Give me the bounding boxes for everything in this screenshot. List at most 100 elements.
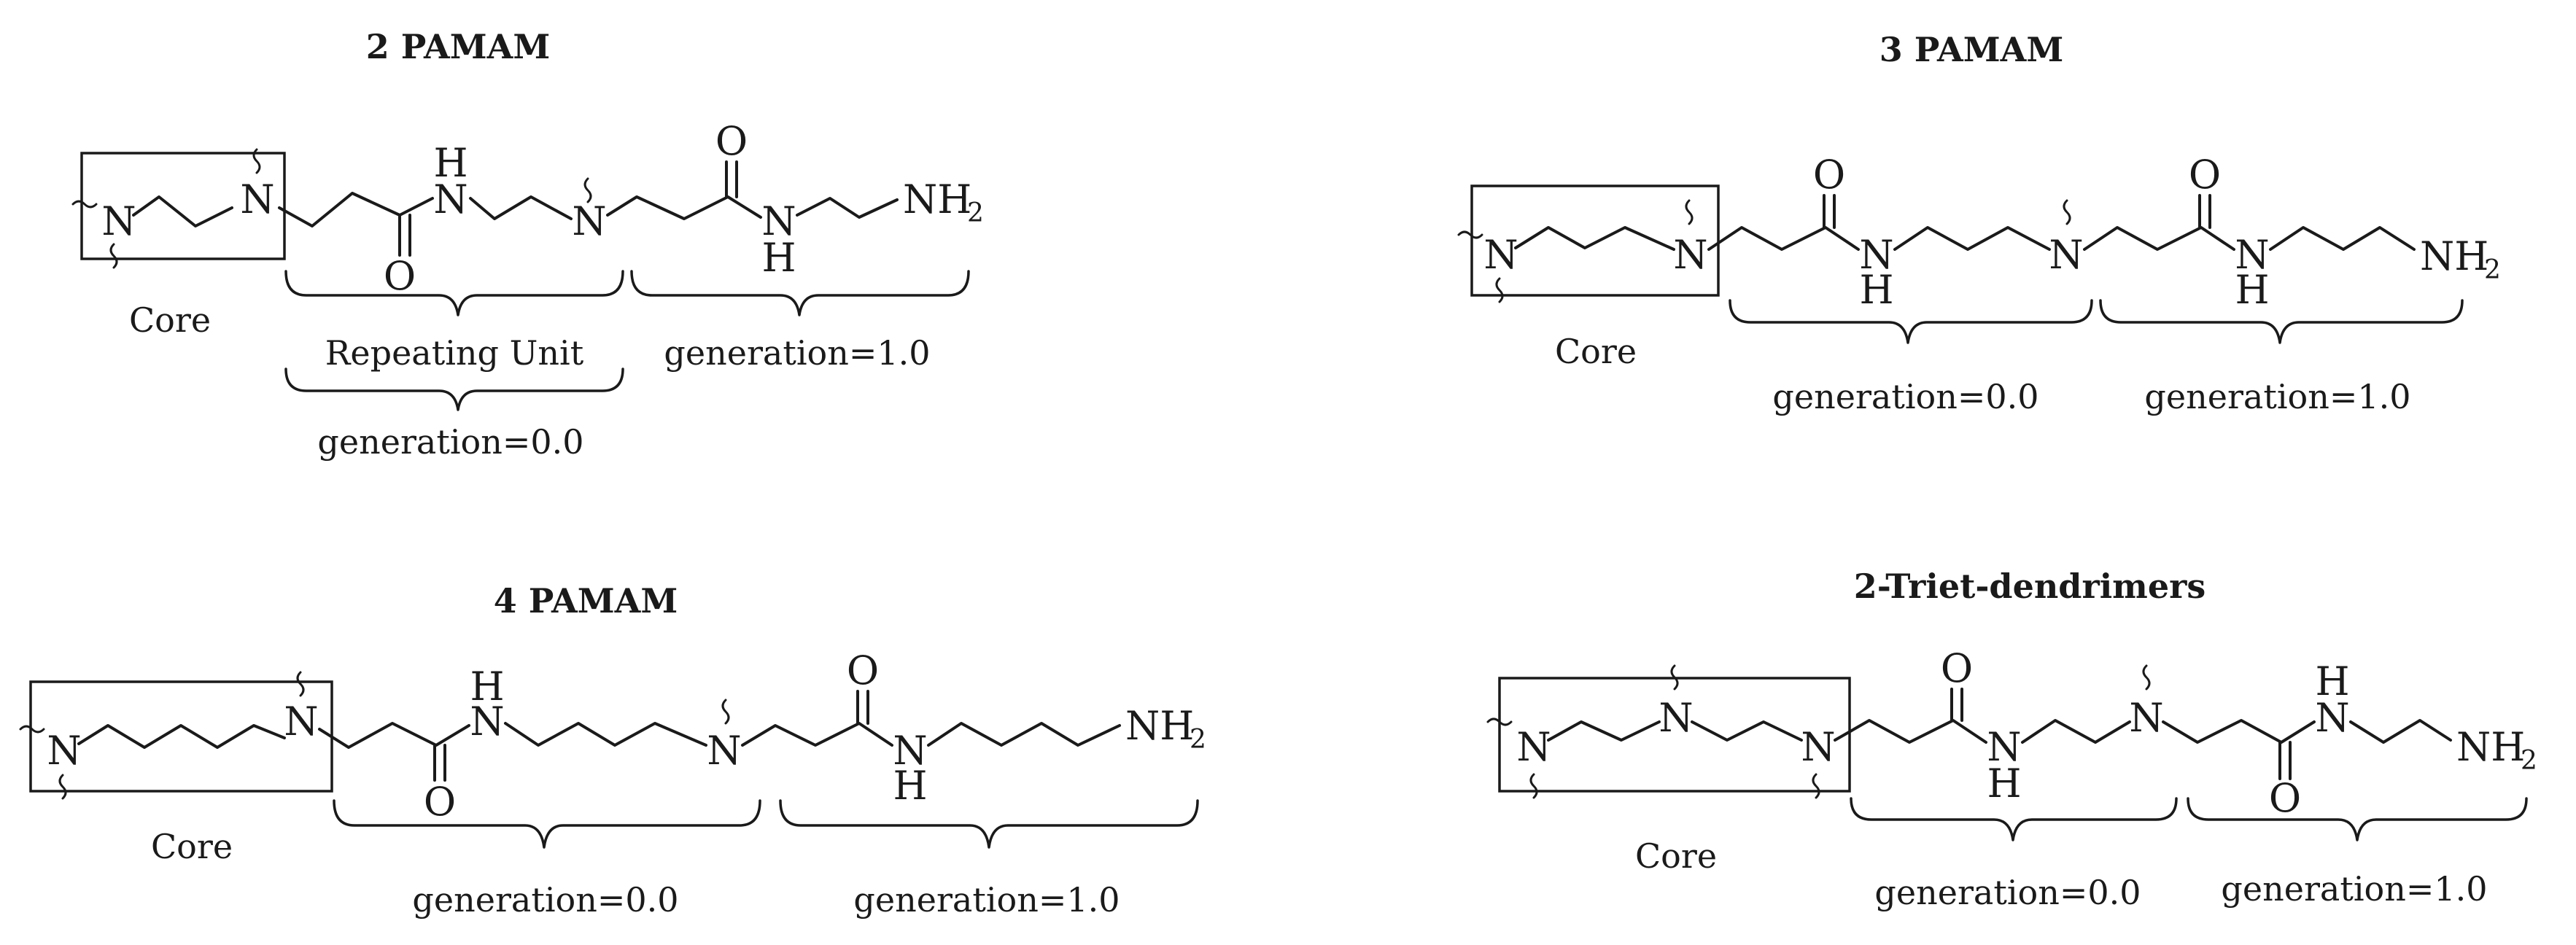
wavy-bond-icon — [2063, 199, 2071, 225]
label-generation-1: generation=1.0 — [2144, 377, 2410, 416]
atom-n: N — [893, 728, 927, 774]
atom-n: N — [1987, 724, 2021, 770]
atom-h: H — [1859, 267, 1893, 313]
bond-double — [2278, 741, 2292, 780]
atom-o: O — [847, 648, 879, 693]
wavy-bond-icon — [58, 774, 67, 800]
atom-o: O — [424, 779, 456, 825]
label-generation-0: generation=0.0 — [1874, 873, 2141, 912]
wavy-bond-icon — [1529, 773, 1538, 799]
atom-n: N — [240, 176, 274, 222]
bond-chain — [2021, 719, 2131, 744]
bond-double — [725, 160, 738, 198]
core-box — [80, 152, 286, 260]
atom-subscript: 2 — [2521, 746, 2537, 776]
brace-generation-1 — [2099, 299, 2464, 344]
bond-chain — [132, 195, 233, 228]
bond-chain — [1691, 720, 1803, 742]
label-generation-1: generation=1.0 — [853, 880, 1120, 919]
brace-generation-1 — [630, 270, 970, 316]
atom-o: O — [715, 118, 748, 164]
wavy-bond-icon — [583, 177, 592, 203]
bond-chain — [77, 724, 286, 749]
bond-chain — [606, 195, 762, 220]
atom-subscript: 2 — [2484, 255, 2501, 285]
wavy-bond-icon — [1486, 718, 1513, 726]
panel-title: 3 PAMAM — [1879, 30, 2063, 69]
atom-subscript: 2 — [967, 198, 984, 228]
atom-n: N — [2129, 695, 2163, 741]
wavy-bond-icon — [71, 200, 98, 209]
brace-generation-0 — [1729, 299, 2093, 344]
bond-chain — [796, 197, 899, 219]
atom-n: N — [284, 699, 318, 744]
label-generation-0: generation=0.0 — [1772, 377, 2038, 416]
atom-n: N — [470, 699, 504, 744]
bond-chain — [469, 195, 573, 220]
bond-chain — [1547, 720, 1661, 742]
atom-n: N — [1483, 232, 1518, 278]
atom-o: O — [2189, 152, 2221, 198]
core-label: Core — [129, 300, 211, 340]
wavy-bond-icon — [296, 671, 305, 697]
atom-n: N — [572, 198, 606, 244]
bond-chain — [2269, 226, 2416, 251]
bond-double — [856, 690, 869, 725]
core-box — [1470, 184, 1720, 297]
wavy-bond-icon — [1670, 664, 1679, 691]
atom-h: H — [470, 664, 504, 709]
wavy-bond-icon — [1457, 230, 1483, 239]
wavy-bond-icon — [1685, 199, 1694, 225]
atom-subscript: 2 — [1190, 725, 1206, 755]
wavy-bond-icon — [1495, 277, 1504, 303]
wavy-bond-icon — [2142, 664, 2151, 691]
atom-n: N — [1673, 232, 1707, 278]
atom-n: N — [1516, 724, 1551, 770]
atom-n: N — [101, 198, 136, 244]
bond-double — [398, 214, 411, 257]
panel-title: 2-Triet-dendrimers — [1854, 567, 2206, 606]
atom-n: N — [433, 176, 468, 222]
atom-n: N — [761, 198, 796, 244]
bond-chain — [2083, 226, 2235, 251]
label-generation-0: generation=0.0 — [317, 422, 583, 462]
bond-chain — [2162, 719, 2316, 744]
label-generation-1: generation=1.0 — [664, 333, 930, 373]
bond-chain — [1893, 226, 2051, 251]
panel-2-pamam: 2 PAMAM N N N H O N O N H NH 2 Core Repe… — [71, 27, 984, 462]
atom-n: N — [1659, 695, 1693, 741]
bond-chain — [1514, 226, 1675, 251]
atom-n: N — [2049, 232, 2083, 278]
bond-chain — [1707, 226, 1860, 251]
wavy-bond-icon — [19, 725, 45, 734]
brace-generation-0 — [333, 799, 761, 849]
atom-nh: NH — [2456, 724, 2525, 770]
atom-o: O — [1941, 645, 1973, 691]
core-label: Core — [1635, 836, 1717, 876]
atom-h: H — [2235, 267, 2269, 313]
core-label: Core — [1555, 332, 1637, 371]
label-repeating-unit: Repeating Unit — [325, 333, 584, 373]
bond-chain — [278, 192, 434, 228]
wavy-bond-icon — [721, 699, 730, 725]
panel-2-triet-dendrimers: 2-Triet-dendrimers N N N O N H N N H O N… — [1486, 567, 2537, 912]
brace-generation-0 — [1850, 797, 2178, 841]
bond-double — [1823, 194, 1836, 229]
brace-generation-0 — [284, 368, 624, 411]
bond-chain — [741, 722, 893, 747]
atom-n: N — [47, 728, 81, 774]
label-generation-1: generation=1.0 — [2221, 869, 2487, 909]
atom-n: N — [707, 728, 741, 774]
core-label: Core — [151, 827, 233, 866]
panel-4-pamam: 4 PAMAM N N N H O N O N H NH 2 Core gene… — [19, 581, 1206, 919]
bond-double — [1950, 688, 1963, 722]
atom-h: H — [433, 140, 468, 186]
panel-title: 4 PAMAM — [494, 581, 678, 621]
bond-chain — [504, 722, 707, 747]
wavy-bond-icon — [1812, 773, 1820, 799]
atom-n: N — [2235, 232, 2269, 278]
bond-double — [433, 744, 446, 782]
bond-chain — [318, 722, 470, 749]
